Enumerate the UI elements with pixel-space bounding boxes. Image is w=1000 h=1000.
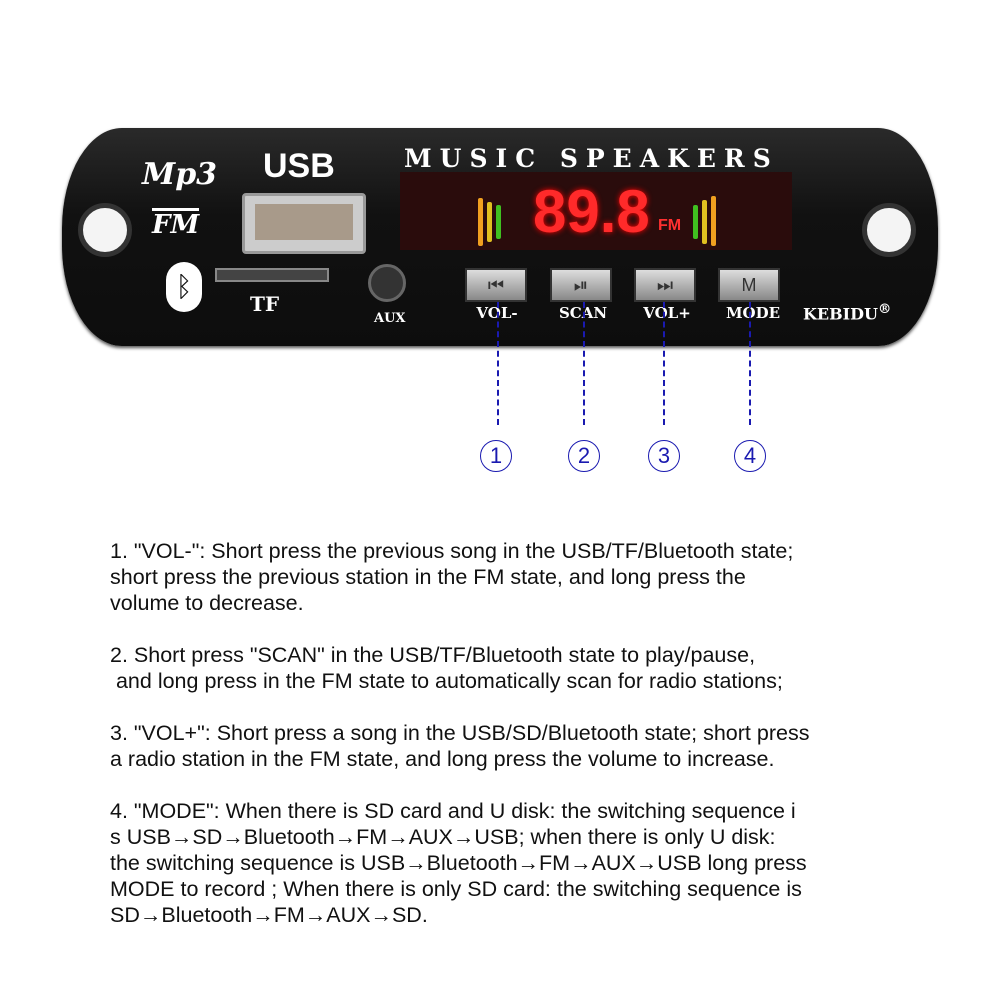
instruction-line: 3. "VOL+": Short press a song in the USB… [110, 721, 810, 745]
brand-label: KEBIDU® [803, 302, 891, 323]
logo-fm: FM [152, 208, 200, 240]
callout-number-3: 3 [648, 440, 680, 472]
play-pause-icon: ⏯ [573, 275, 589, 295]
vol-plus-button[interactable]: ⏭ [634, 268, 696, 302]
instruction-line: short press the previous station in the … [110, 565, 746, 589]
level-bar [487, 202, 492, 242]
instruction-line: MODE to record ; When there is only SD c… [110, 877, 802, 901]
logo-mp3: Mp3 [142, 157, 218, 192]
instruction-line: s USB→SD→Bluetooth→FM→AUX→USB; when ther… [110, 825, 776, 849]
aux-jack [368, 264, 406, 302]
fm-indicator: FM [658, 217, 682, 234]
callout-line-3 [663, 302, 665, 425]
previous-icon: ⏮ [487, 275, 505, 295]
aux-label: AUX [374, 311, 406, 326]
callout-line-1 [497, 302, 499, 425]
level-bar [693, 205, 698, 239]
instruction-line: volume to decrease. [110, 591, 304, 615]
mounting-hole-left [78, 203, 132, 257]
usb-port [242, 193, 366, 254]
vol-plus-label: VOL+ [643, 304, 691, 322]
frequency-readout: 89.8 [533, 178, 650, 245]
callout-number-4: 4 [734, 440, 766, 472]
instruction-line: 2. Short press "SCAN" in the USB/TF/Blue… [110, 643, 756, 667]
callout-line-2 [583, 302, 585, 425]
level-bar [711, 196, 716, 246]
instruction-line: 4. "MODE": When there is SD card and U d… [110, 799, 796, 823]
music-speakers-label: MUSIC SPEAKERS [404, 144, 779, 173]
callout-line-4 [749, 302, 751, 425]
next-icon: ⏭ [656, 275, 674, 295]
scan-button[interactable]: ⏯ [550, 268, 612, 302]
instruction-line: the switching sequence is USB→Bluetooth→… [110, 851, 807, 875]
level-bar [702, 200, 707, 244]
level-bar [496, 205, 501, 239]
led-display [400, 172, 792, 250]
vol-minus-button[interactable]: ⏮ [465, 268, 527, 302]
bluetooth-icon: ᛒ [166, 262, 202, 312]
mode-label: MODE [725, 304, 781, 322]
instruction-line: and long press in the FM state to automa… [110, 669, 783, 693]
instruction-line: a radio station in the FM state, and lon… [110, 747, 775, 771]
instruction-line: SD→Bluetooth→FM→AUX→SD. [110, 903, 428, 927]
callout-number-1: 1 [480, 440, 512, 472]
brand-name: KEBIDU [803, 304, 878, 324]
registered-mark: ® [877, 301, 892, 317]
mode-icon: M [741, 275, 757, 295]
instruction-line: 1. "VOL-": Short press the previous song… [110, 539, 794, 563]
tf-label: TF [250, 292, 280, 316]
tf-card-slot [215, 268, 329, 282]
mounting-hole-right [862, 203, 916, 257]
callout-number-2: 2 [568, 440, 600, 472]
usb-label: USB [263, 147, 335, 185]
mode-button[interactable]: M [718, 268, 780, 302]
level-bar [478, 198, 483, 246]
